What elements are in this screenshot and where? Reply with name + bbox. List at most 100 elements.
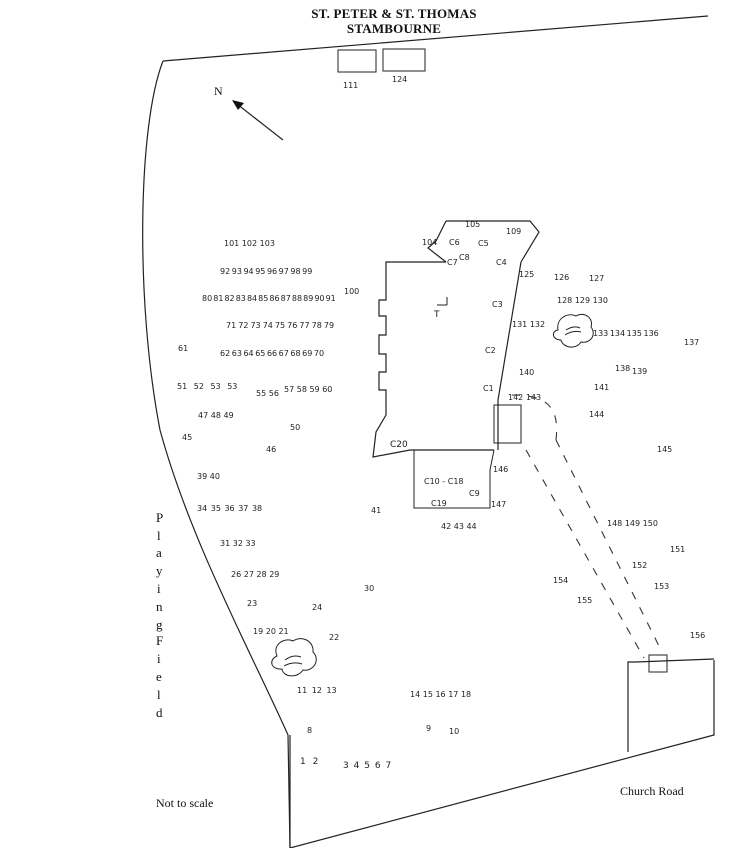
plot-98: 98	[290, 267, 300, 276]
plot-74: 74	[263, 321, 273, 330]
tree-icon	[271, 638, 317, 677]
map-title-line1: ST. PETER & ST. THOMAS	[311, 6, 477, 21]
plot-61: 61	[178, 344, 188, 353]
plot-21: 21	[278, 627, 288, 636]
svg-text:19 20 21: 19 20 21	[253, 627, 289, 636]
plot-138: 138	[615, 364, 630, 373]
plot-66: 66	[267, 349, 277, 358]
plot-86: 86	[269, 294, 279, 303]
plot-145: 145	[657, 445, 672, 454]
plot-C19: C19	[431, 499, 447, 508]
plot-101: 101	[224, 239, 239, 248]
plot-15: 15	[423, 690, 433, 699]
north-arrow-icon	[232, 100, 284, 141]
svg-text:31 32 33: 31 32 33	[220, 539, 256, 548]
plot-55: 55	[256, 389, 266, 398]
plot-43: 43	[454, 522, 464, 531]
svg-text:e: e	[156, 669, 162, 684]
svg-text:62 63 64 65 66 67 68 69 70: 62 63 64 65 66 67 68 69 70	[220, 349, 324, 358]
plot-C8: C8	[459, 253, 470, 262]
plot-42: 42	[441, 522, 451, 531]
svg-text:47 48 49: 47 48 49	[198, 411, 234, 420]
plot-46: 46	[266, 445, 276, 454]
plot-128: 128	[557, 296, 572, 305]
svg-text:1 2: 1 2	[300, 757, 318, 767]
not-to-scale-label: Not to scale	[156, 796, 213, 810]
plot-9: 9	[426, 724, 431, 733]
plot-C3: C3	[492, 300, 503, 309]
map-title-line2: STAMBOURNE	[347, 21, 441, 36]
svg-text:80 81 82 83 84 85 86 87 88 89: 80 81 82 83 84 85 86 87 88 89 90 91	[202, 294, 336, 303]
plot-141: 141	[594, 383, 609, 392]
plot-79: 79	[324, 321, 334, 330]
plot-57: 57	[284, 385, 294, 394]
plot-105: 105	[465, 220, 480, 229]
plot-20: 20	[266, 627, 276, 636]
svg-text:71 72 73 74 75 76 77 78 79: 71 72 73 74 75 76 77 78 79	[226, 321, 334, 330]
svg-text:26 27 28 29: 26 27 28 29	[231, 570, 279, 579]
plot-156: 156	[690, 631, 705, 640]
plot-125: 125	[519, 270, 534, 279]
svg-text:148 149 150: 148 149 150	[607, 519, 658, 528]
plot-134: 134	[610, 329, 625, 338]
plot-71: 71	[226, 321, 236, 330]
plot-C1: C1	[483, 384, 494, 393]
plot-146: 146	[493, 465, 508, 474]
plot-83: 83	[236, 294, 246, 303]
east-plots: 125 126 127 128 129 130 131 132 133 134 …	[441, 270, 705, 640]
plot-13: 13	[326, 686, 336, 695]
plot-139: 139	[632, 367, 647, 376]
plot-91: 91	[326, 294, 336, 303]
plot-49: 49	[223, 411, 233, 420]
plot-68: 68	[290, 349, 300, 358]
plot-87: 87	[281, 294, 291, 303]
svg-text:y: y	[156, 563, 163, 578]
plot-60: 60	[322, 385, 332, 394]
path-to-gate	[511, 394, 661, 659]
plot-C2: C2	[485, 346, 496, 355]
plot-127: 127	[589, 274, 604, 283]
plot-18: 18	[461, 690, 471, 699]
plot-124: 124	[392, 75, 407, 84]
plot-11: 11	[297, 686, 307, 695]
plot-96: 96	[267, 267, 277, 276]
church-road-boundary	[627, 661, 636, 752]
plot-53b: 53	[227, 382, 237, 391]
svg-text:a: a	[156, 545, 162, 560]
svg-text:P: P	[156, 510, 163, 525]
plot-131: 131	[512, 320, 527, 329]
plot-64: 64	[243, 349, 253, 358]
svg-text:133 134 135 136: 133 134 135 136	[593, 329, 659, 338]
plot-56: 56	[269, 389, 279, 398]
plot-39: 39	[197, 472, 207, 481]
svg-text:g: g	[156, 617, 163, 632]
plot-45: 45	[182, 433, 192, 442]
plot-89: 89	[303, 294, 313, 303]
plot-135: 135	[627, 329, 642, 338]
plot-52: 52	[194, 382, 204, 391]
plot-65: 65	[255, 349, 265, 358]
plot-144: 144	[589, 410, 604, 419]
svg-text:d: d	[156, 705, 163, 720]
plot-C7: C7	[447, 258, 458, 267]
plot-151: 151	[670, 545, 685, 554]
plot-59: 59	[309, 385, 319, 394]
plot-102: 102	[242, 239, 257, 248]
svg-text:39 40: 39 40	[197, 472, 220, 481]
playing-field-label: P l a y i n g F i e l d	[156, 510, 163, 720]
plot-2: 2	[313, 757, 319, 767]
plot-85: 85	[258, 294, 268, 303]
plot-73: 73	[250, 321, 260, 330]
plot-7: 7	[385, 761, 391, 771]
plot-150: 150	[643, 519, 658, 528]
church-cross: T	[433, 310, 440, 320]
plot-6: 6	[375, 761, 381, 771]
west-plots: 101 102 103 92 93 94 95 96 97 98 99 100 …	[177, 239, 471, 771]
plot-C4: C4	[496, 258, 507, 267]
plot-154: 154	[553, 576, 568, 585]
plot-76: 76	[287, 321, 297, 330]
plot-47: 47	[198, 411, 208, 420]
plot-97: 97	[279, 267, 289, 276]
plot-132: 132	[530, 320, 545, 329]
